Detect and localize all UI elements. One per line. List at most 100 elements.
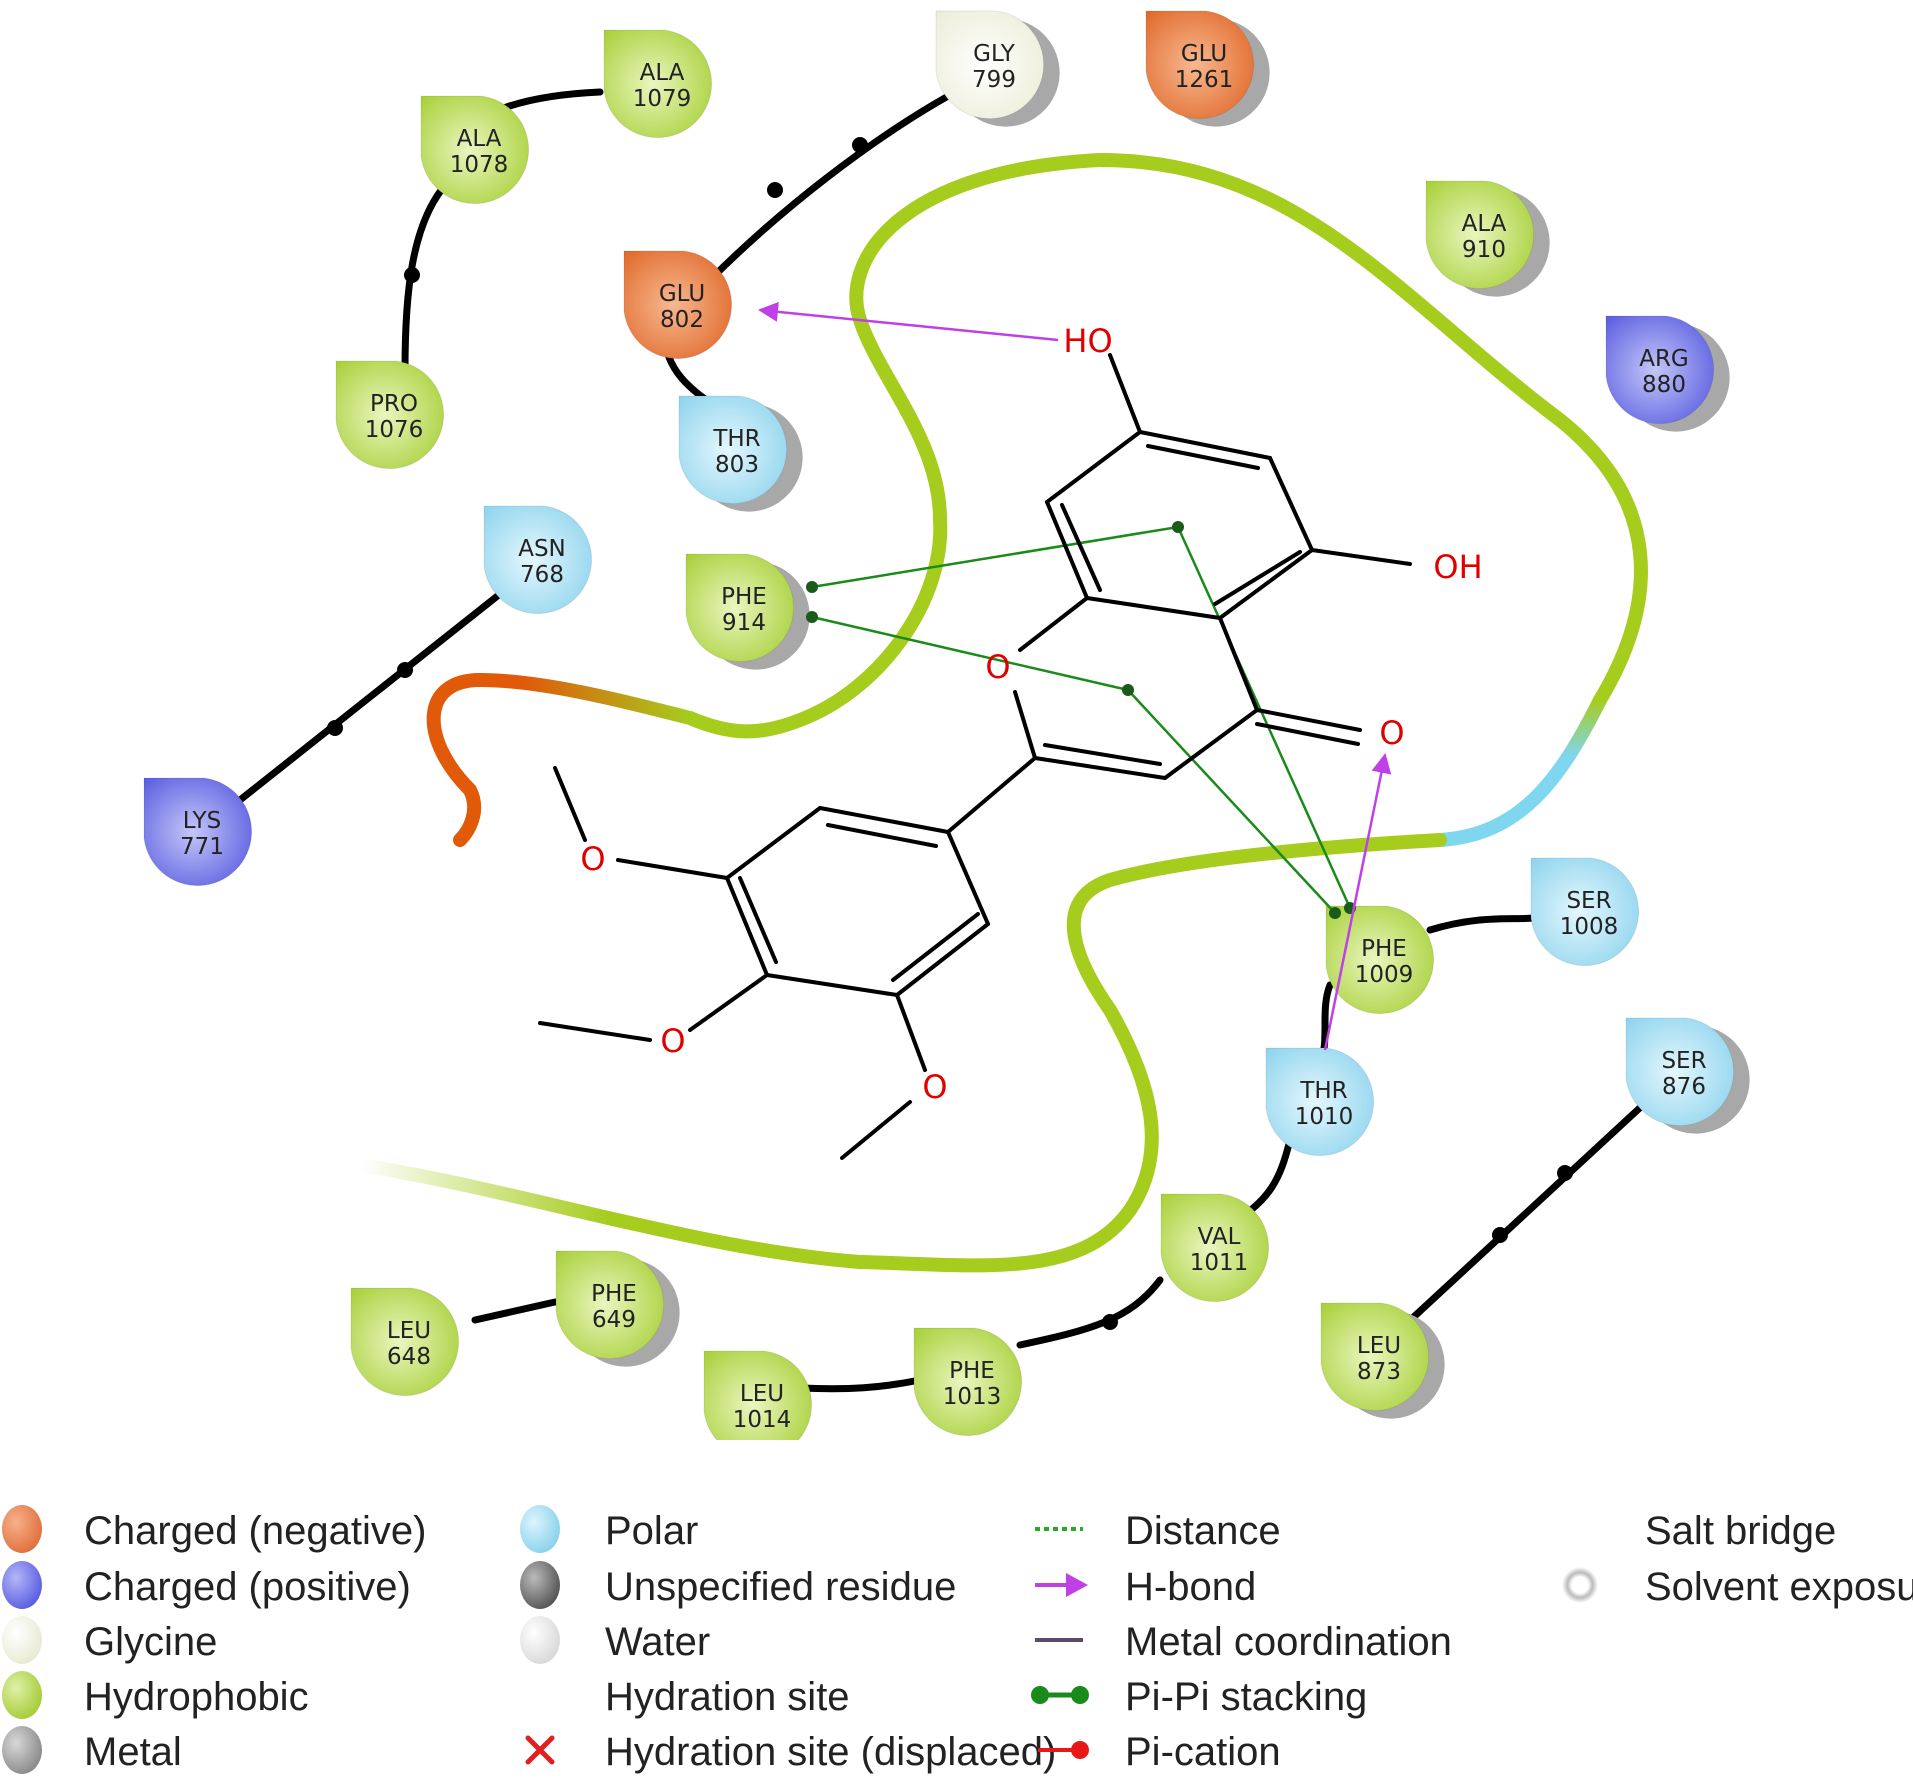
residue-number: 648: [387, 1344, 431, 1370]
legend-item-pipi: Pi-Pi stacking: [1031, 1675, 1367, 1719]
legend-label: Hydration site: [605, 1675, 850, 1719]
legend-col2: Polar Unspecified residue Water Hydratio…: [520, 1505, 1056, 1774]
residue-name: SER: [1566, 888, 1611, 914]
residue-name: LEU: [387, 1318, 431, 1344]
hbond-ho-glu802: [758, 301, 1059, 342]
residue-body: [913, 1327, 1023, 1437]
residue-body: [678, 395, 788, 505]
residue-number: 910: [1462, 237, 1506, 263]
residue-name: GLY: [973, 41, 1016, 67]
backbone-phe1009-ser1008: [1426, 914, 1539, 934]
backbone-connections: [236, 88, 1674, 1393]
atom-oh-right: OH: [1433, 548, 1482, 586]
residue-name: PRO: [370, 391, 418, 417]
charged-negative-swatch: [2, 1505, 42, 1553]
arrow-icon: [1066, 1573, 1088, 1597]
backbone-gly799-glu802: [706, 91, 954, 284]
legend: Charged (negative) Charged (positive) Gl…: [2, 1505, 1913, 1774]
legend-item-polar: Polar: [520, 1505, 698, 1553]
residue-body: [1265, 1047, 1375, 1157]
residue-number: 802: [660, 307, 704, 333]
residue-body: [1425, 180, 1535, 290]
legend-item-distance: Distance: [1035, 1509, 1281, 1553]
legend-item-metal-coordination: Metal coordination: [1035, 1620, 1452, 1664]
legend-label: Pi-cation: [1125, 1730, 1281, 1774]
atom-o-methoxy-2: O: [660, 1022, 685, 1060]
backbone-leu648-phe649: [471, 1298, 559, 1324]
residue-number: 1014: [733, 1407, 792, 1433]
legend-col4: Salt bridge Solvent exposure: [1560, 1509, 1913, 1609]
backbone-val1011-phe1013: [1016, 1276, 1164, 1349]
residue-body: [703, 1350, 813, 1440]
residue-number: 1078: [450, 152, 509, 178]
residue-body: [623, 250, 733, 360]
legend-label: Metal: [84, 1730, 182, 1774]
residue-name: VAL: [1198, 1224, 1241, 1250]
residue-body: [1325, 905, 1435, 1015]
residue-name: LYS: [183, 808, 221, 834]
residue-name: GLU: [659, 281, 705, 307]
residue-number: 1076: [365, 417, 424, 443]
residue-name: PHE: [949, 1358, 995, 1384]
h-bond-interactions: [758, 301, 1392, 1051]
residue-body: [483, 505, 593, 615]
residue-number: 1011: [1190, 1250, 1249, 1276]
residue-name: PHE: [591, 1281, 637, 1307]
legend-label: H-bond: [1125, 1565, 1256, 1609]
legend-label: Metal coordination: [1125, 1620, 1452, 1664]
residue-name: SER: [1661, 1048, 1706, 1074]
residue-body: [935, 10, 1045, 120]
residue-body: [143, 777, 253, 887]
residue-name: THR: [1299, 1078, 1347, 1104]
pocket-outline: [353, 153, 1648, 1273]
hydrophobic-swatch: [2, 1671, 42, 1719]
pipi-line-phe1009-ringA: [1176, 526, 1352, 909]
pipi-line-phe1009-ringC: [1127, 689, 1336, 914]
ligand-atoms: HO OH O O O O O: [580, 322, 1482, 1106]
legend-item-hydration-displaced: Hydration site (displaced): [525, 1730, 1056, 1774]
residue-body: [1530, 857, 1640, 967]
pocket-line-top-right: [1093, 153, 1648, 707]
residue-body: [350, 1287, 460, 1397]
residue-number: 771: [180, 834, 224, 860]
backbone-phe1013-leu1014: [796, 1376, 924, 1393]
residue-body: [420, 95, 530, 205]
ligand-bonds: [538, 353, 1412, 1160]
backbone-dots: [327, 137, 1573, 1330]
legend-label: Glycine: [84, 1620, 217, 1664]
backbone-asn768-lys771: [236, 586, 509, 804]
residue-name: THR: [712, 426, 760, 452]
atom-o-ring: O: [985, 648, 1010, 686]
legend-label: Polar: [605, 1509, 698, 1553]
legend-label: Pi-Pi stacking: [1125, 1675, 1367, 1719]
legend-item-water: Water: [520, 1616, 710, 1664]
residue-name: ARG: [1639, 346, 1689, 372]
residue-number: 649: [592, 1307, 636, 1333]
residue-number: 873: [1357, 1359, 1401, 1385]
legend-label: Charged (negative): [84, 1509, 426, 1553]
metal-swatch: [2, 1726, 42, 1774]
residue-number: 799: [972, 67, 1016, 93]
residue-name: ALA: [640, 60, 685, 86]
residue-number: 1079: [633, 86, 692, 112]
residue-number: 880: [1642, 372, 1686, 398]
residue-number: 1010: [1295, 1104, 1354, 1130]
charged-positive-swatch: [2, 1561, 42, 1609]
residue-name: LEU: [1357, 1333, 1401, 1359]
pi-pi-dots: [806, 521, 1356, 919]
residue-number: 1008: [1560, 914, 1619, 940]
